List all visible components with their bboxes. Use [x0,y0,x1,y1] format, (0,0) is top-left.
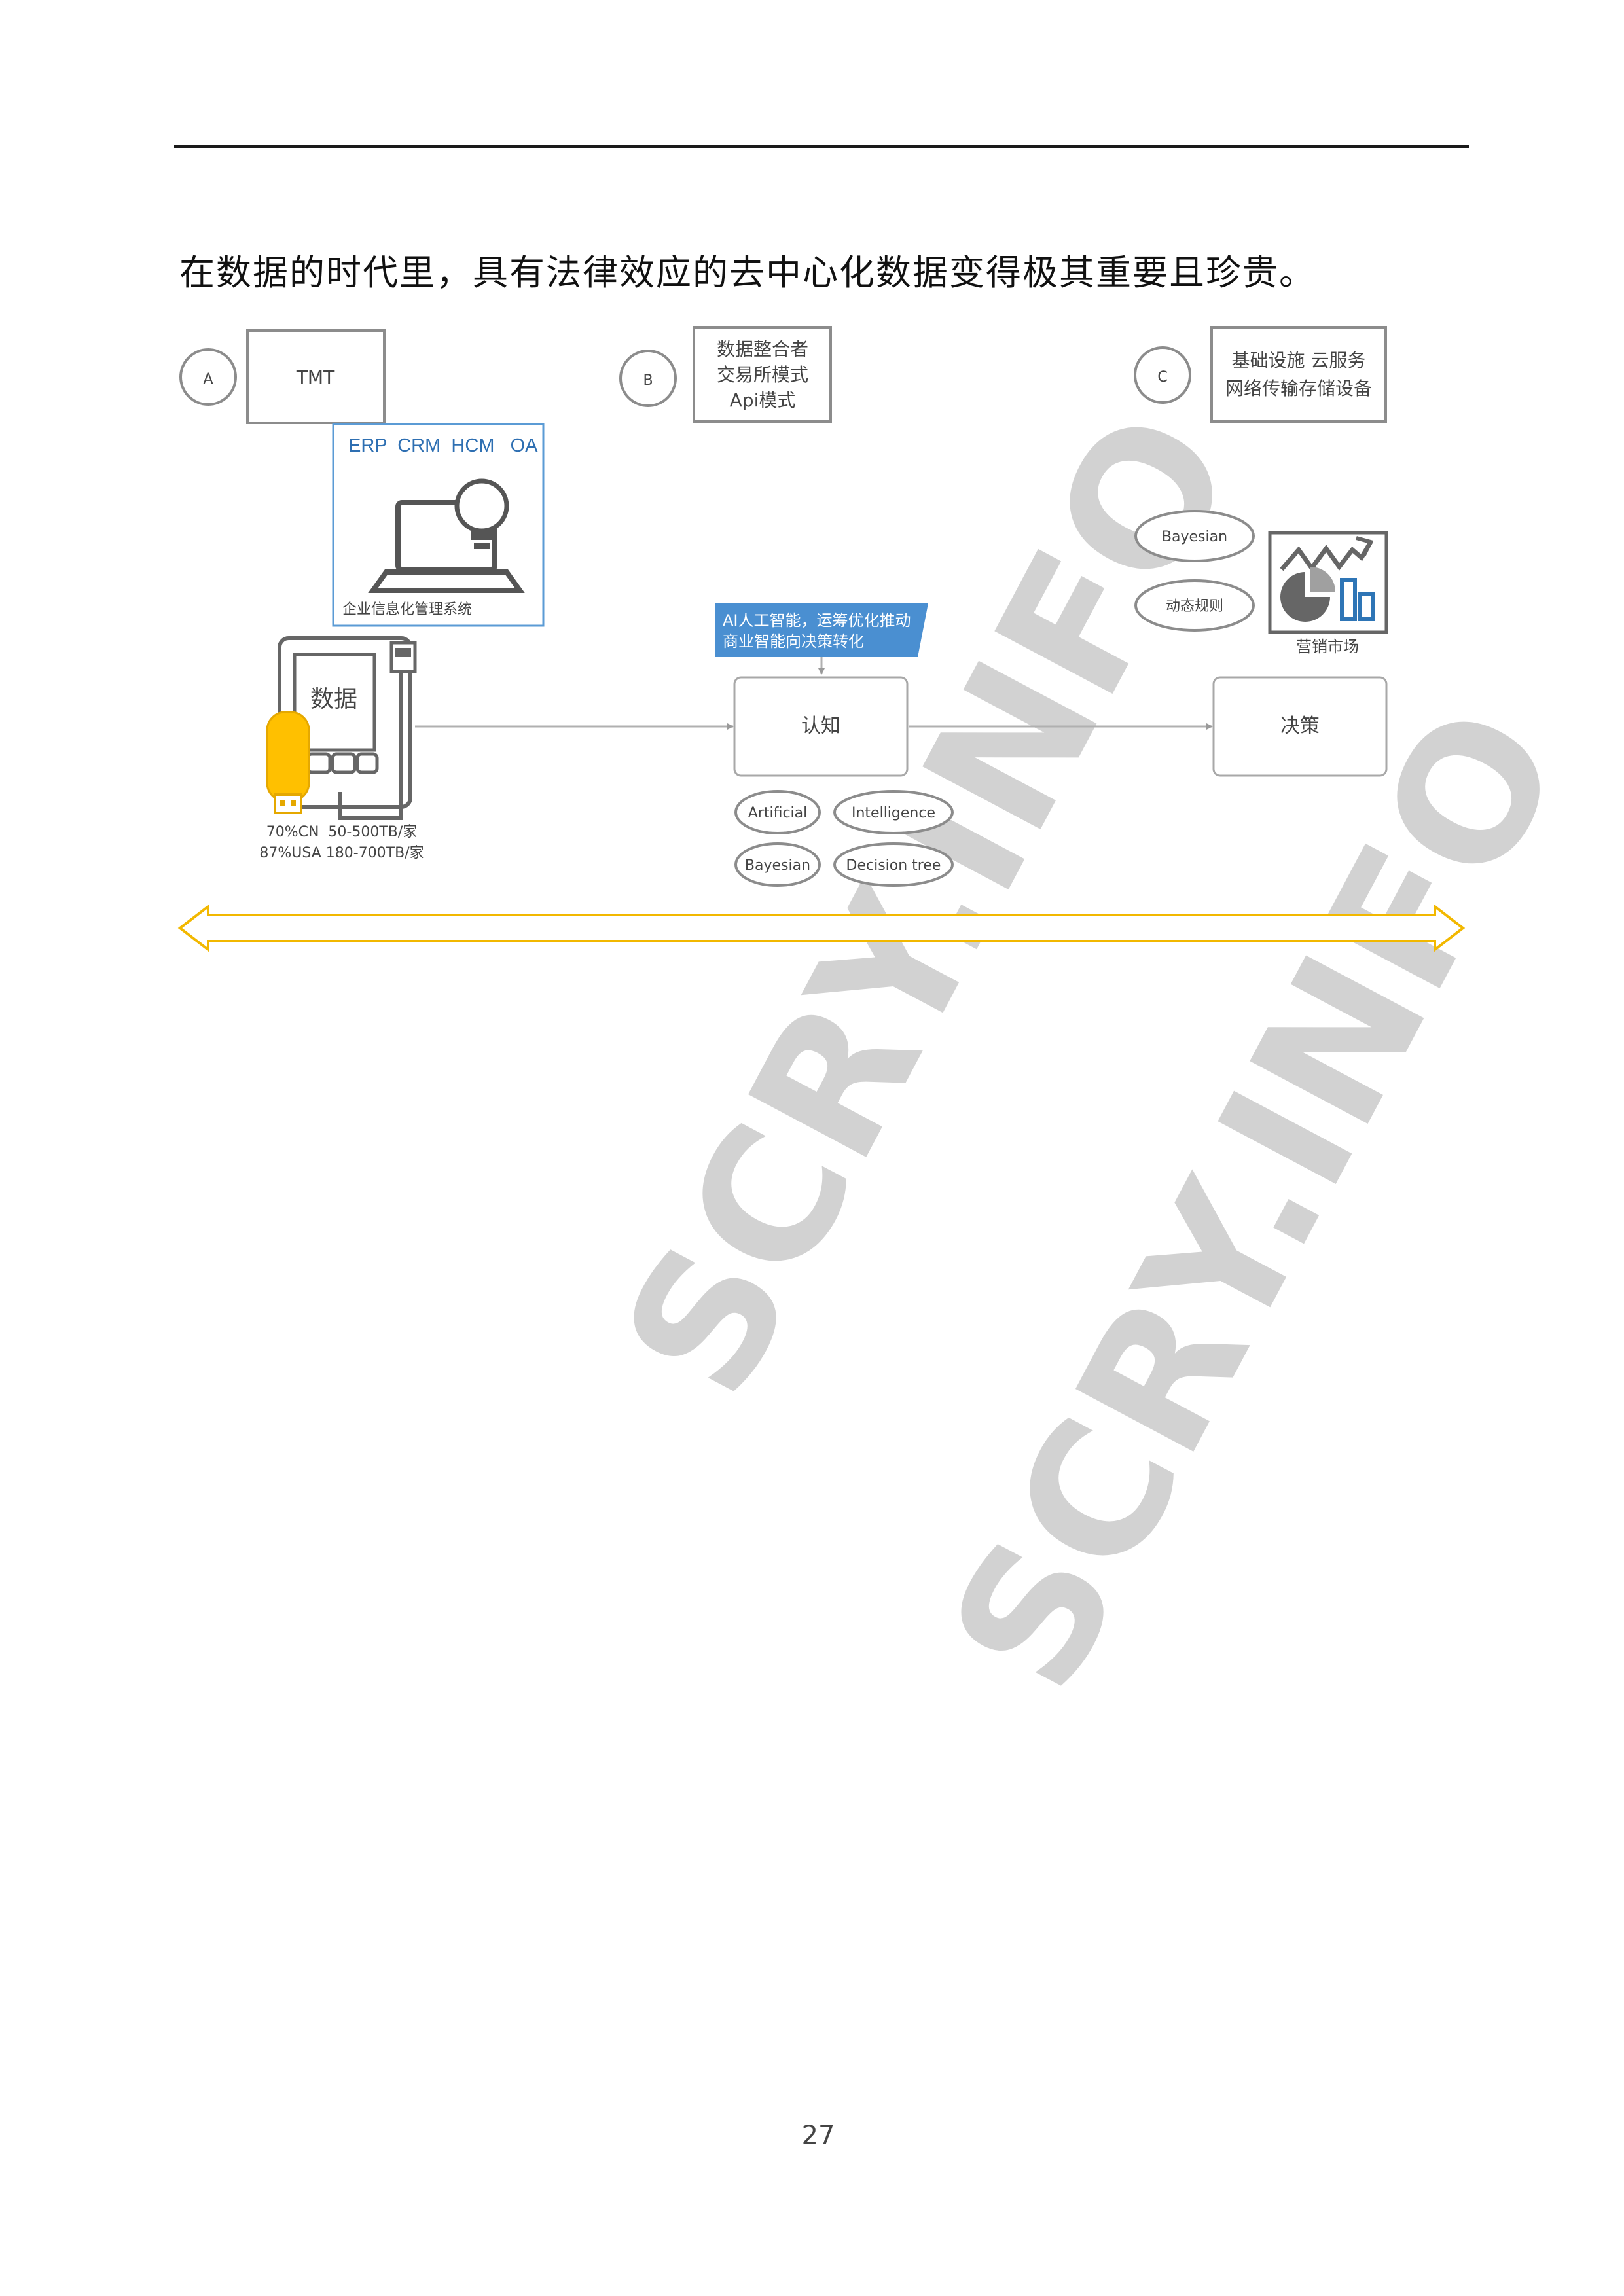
enterprise-caption: 企业信息化管理系统 [342,601,472,618]
tag-dynamic-rules-label: 动态规则 [1166,598,1223,615]
laptop-lightbulb-icon [368,478,525,593]
marker-a-label: A [203,371,213,387]
tag-bayesian-decision-label: Bayesian [1162,529,1227,545]
decision-label: 决策 [1280,715,1320,738]
marker-c: C [1134,346,1191,404]
tag-decision-tree-label: Decision tree [846,857,941,874]
stat-usa: 87%USA 180-700TB/家 [259,845,424,861]
page-number: 27 [801,2121,835,2151]
tag-intelligence: Intelligence [833,790,954,834]
marker-a: A [179,348,237,406]
ai-callout: AI人工智能，运筹优化推动 商业智能向决策转化 [715,603,928,657]
header-rule [174,145,1469,148]
box-b-line-1: 数据整合者 [717,338,808,360]
timeline-double-arrow [177,903,1466,953]
tag-dynamic-rules: 动态规则 [1134,579,1255,632]
tag-artificial-label: Artificial [748,805,808,821]
tag-intelligence-label: Intelligence [852,805,935,821]
box-tmt: TMT [246,329,386,424]
tag-bayesian: Bayesian [734,842,821,887]
tag-bayesian-label: Bayesian [745,857,810,874]
marker-b: B [619,350,677,407]
marker-b-label: B [643,372,653,389]
tag-artificial: Artificial [734,790,821,834]
stat-cn: 70%CN 50-500TB/家 [266,824,418,840]
enterprise-systems-label: ERP CRM HCM OA [348,435,538,456]
box-infrastructure: 基础设施 云服务 网络传输存储设备 [1210,326,1387,423]
tag-bayesian-decision: Bayesian [1134,510,1255,562]
box-c-line-1: 基础设施 云服务 [1232,350,1366,371]
callout-line-1: AI人工智能，运筹优化推动 [723,611,911,630]
box-tmt-label: TMT [296,367,335,388]
marketing-chart-icon [1268,531,1388,634]
intro-sentence: 在数据的时代里，具有法律效应的去中心化数据变得极其重要且珍贵。 [179,252,1316,293]
watermark-group: SCRY.INFO SCRY.INFO [583,381,1602,1722]
usb-stick-icon [266,711,310,814]
callout-line-2: 商业智能向决策转化 [723,632,864,651]
data-storage-icon: 数据 [266,636,417,820]
tag-decision-tree: Decision tree [833,842,954,887]
box-c-line-2: 网络传输存储设备 [1225,378,1372,399]
enterprise-panel: ERP CRM HCM OA 企业信息化管理系统 [332,423,545,627]
data-device-label: 数据 [310,686,357,713]
box-data-integrator: 数据整合者 交易所模式 Api模式 [693,326,832,423]
marker-c-label: C [1157,369,1167,386]
market-caption: 营销市场 [1296,637,1359,656]
cognition-box: 认知 [733,676,909,777]
decision-box: 决策 [1212,676,1388,777]
cognition-label: 认知 [801,715,840,738]
box-b-line-3: Api模式 [730,389,796,411]
box-b-line-2: 交易所模式 [717,364,808,386]
